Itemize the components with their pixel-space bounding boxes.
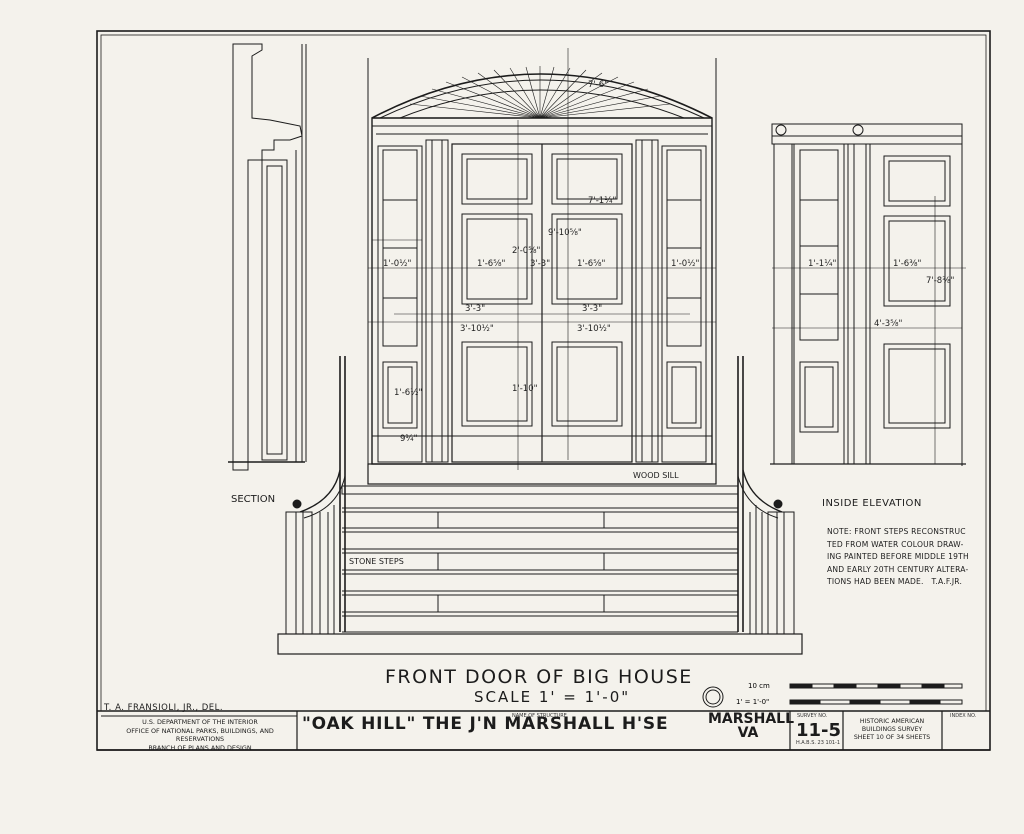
index-no-label: INDEX NO.: [950, 713, 977, 719]
survey-no-label: SURVEY NO.: [797, 713, 828, 719]
dimension-label: 1'-1¼": [808, 259, 837, 269]
dimension-label: 7'-6": [588, 80, 609, 90]
dimension-label: 9'-10⅝": [548, 228, 582, 238]
dimension-label: 1'-6½": [394, 388, 423, 398]
metric-scale-label: 10 cm: [748, 682, 770, 690]
agency-block: U.S. DEPARTMENT OF THE INTERIOR OFFICE O…: [104, 718, 296, 752]
drawing-title: FRONT DOOR OF BIG HOUSE: [385, 666, 693, 688]
agency-line: OFFICE OF NATIONAL PARKS, BUILDINGS, AND…: [126, 726, 274, 744]
graphic-scale: [702, 683, 963, 708]
dimension-label: 3'-3": [465, 304, 486, 314]
dimension-label: 2'-0⅝": [512, 246, 541, 256]
sheet-number: SHEET 10 OF 34 SHEETS: [853, 734, 931, 741]
agency-line: U.S. DEPARTMENT OF THE INTERIOR: [142, 718, 258, 726]
dimension-label: 3'-10½": [460, 324, 494, 334]
inside-elevation-label: INSIDE ELEVATION: [822, 498, 922, 509]
right-railing: [737, 356, 795, 635]
name-of-structure-label: NAME OF STRUCTURE: [512, 713, 567, 719]
dimension-label: 7'-8⅜": [926, 276, 955, 286]
survey-name: HISTORIC AMERICAN BUILDINGS SURVEY SHEET…: [846, 718, 938, 742]
dimension-label: 3'-3": [582, 304, 603, 314]
dimension-label: 1'-6⅝": [577, 259, 606, 269]
dimension-label: 1'-6⅝": [477, 259, 506, 269]
reconstruction-note: NOTE: FRONT STEPS RECONSTRUC TED FROM WA…: [827, 527, 969, 586]
survey-number: 11-5: [796, 720, 842, 741]
stone-steps-label: STONE STEPS: [349, 557, 404, 566]
delineator: T. A. FRANSIOLI, JR., DEL.: [104, 703, 224, 713]
dimension-label: 1'-0½": [671, 259, 700, 269]
inside-elevation: [770, 123, 966, 466]
dimension-label: 7'-1¼": [588, 196, 617, 206]
dimension-label: 9¼": [400, 434, 418, 444]
fanlight: [371, 66, 713, 135]
dimension-label: 3'-10½": [577, 324, 611, 334]
dimension-label: 1'-10": [512, 384, 538, 394]
structure-location: MARSHALL VA: [708, 711, 795, 741]
agency-line: BRANCH OF PLANS AND DESIGN: [148, 743, 252, 752]
location-line: MARSHALL: [708, 711, 795, 727]
dimension-label: 3'-3": [530, 259, 551, 269]
dimension-label: 1'-6⅜": [893, 259, 922, 269]
imperial-scale-label: 1' = 1'-0": [736, 698, 770, 706]
stone-steps: [277, 485, 803, 655]
dimension-label: 4'-3⅝": [874, 319, 903, 329]
drawing-scale: SCALE 1' = 1'-0": [474, 688, 631, 706]
dimension-label: 1'-0½": [383, 259, 412, 269]
section-view: [228, 43, 307, 471]
survey-sub: H.A.B.S. 23 101-1: [796, 740, 841, 746]
survey-name-line: BUILDINGS SURVEY: [861, 726, 923, 733]
structure-name: "OAK HILL" THE J'N MARSHALL H'SE: [302, 714, 669, 734]
location-line: VA: [737, 725, 759, 741]
left-railing: [285, 356, 346, 635]
survey-name-line: HISTORIC AMERICAN: [859, 718, 925, 725]
section-label: SECTION: [231, 494, 276, 505]
sheet-border: [96, 30, 991, 751]
wood-sill-label: WOOD SILL: [633, 471, 679, 480]
